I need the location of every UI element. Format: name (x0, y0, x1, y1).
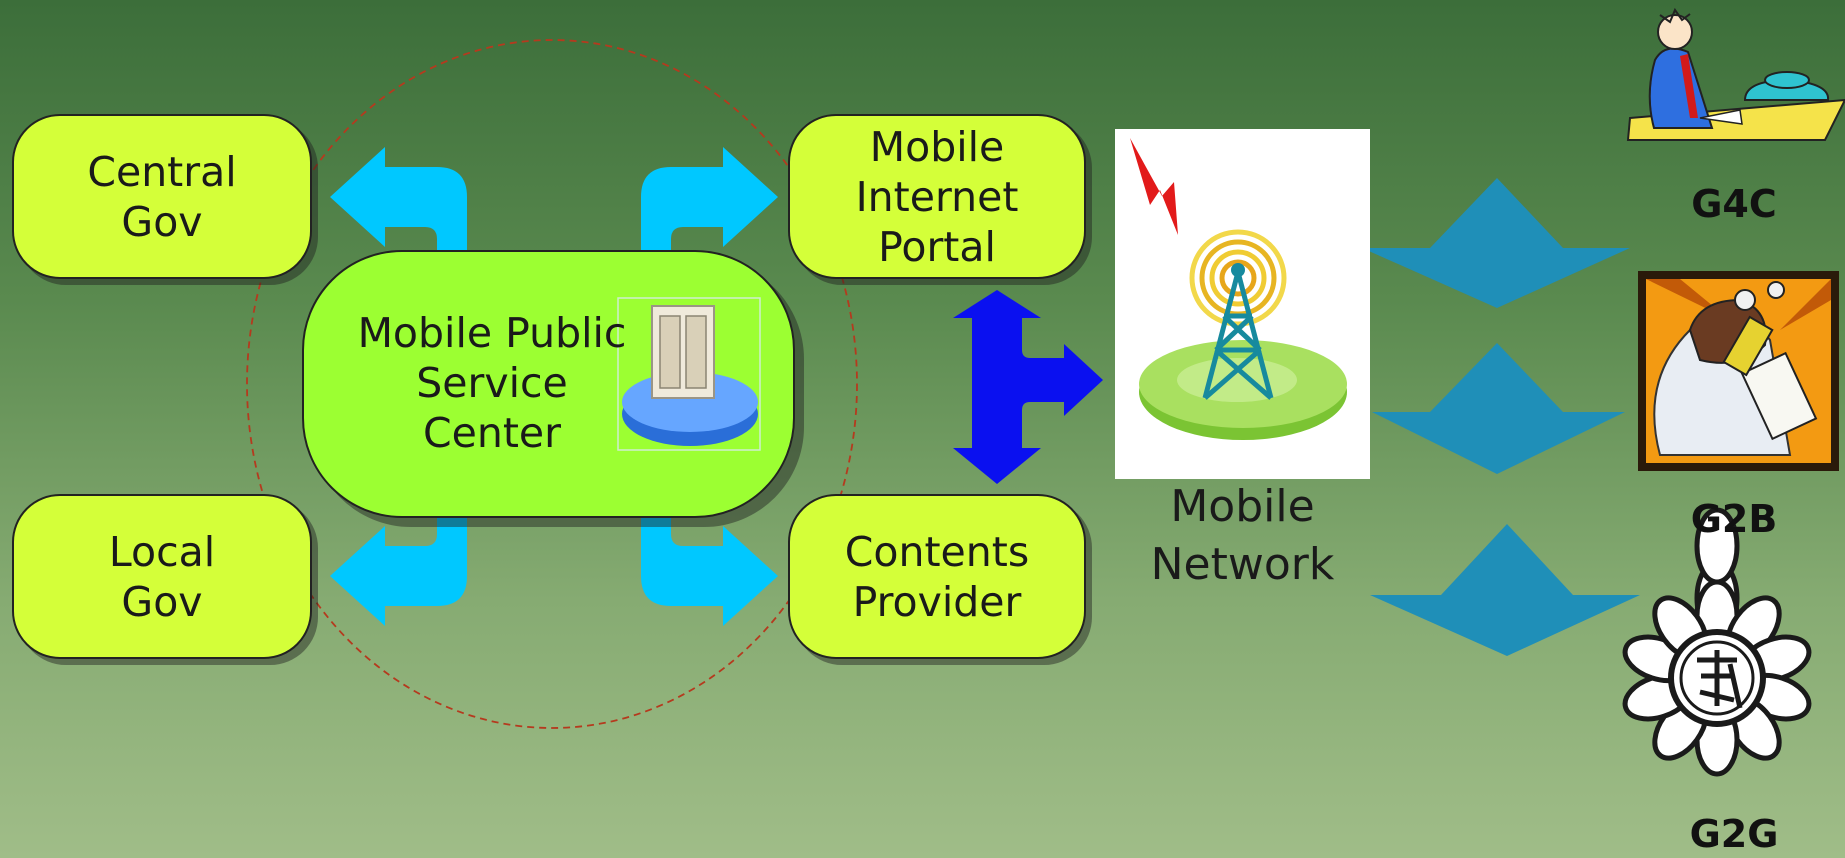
mobile-internet-portal-box: Mobile Internet Portal (788, 114, 1086, 279)
government-emblem-icon (1622, 507, 1812, 777)
central-gov-label: Central Gov (87, 147, 237, 246)
contents-provider-box: Contents Provider (788, 494, 1086, 659)
local-gov-label: Local Gov (108, 527, 216, 626)
mobile-network-picture (1115, 129, 1370, 479)
local-gov-box: Local Gov (12, 494, 312, 659)
blue-tri-arrow (953, 290, 1103, 484)
arrow-to-local-gov (330, 508, 467, 626)
mobile-public-service-center-label: Mobile Public Service Center (357, 309, 627, 457)
mobile-network-label: Mobile Network (1150, 481, 1335, 590)
arrow-to-portal (641, 147, 778, 265)
teal-arrows (1362, 178, 1640, 656)
woman-phone-icon (1638, 271, 1839, 471)
arrow-to-contents-provider (641, 508, 778, 626)
teal-arrow-g2g (1370, 524, 1640, 656)
contents-provider-label: Contents Provider (844, 527, 1030, 626)
g4c-label: G4C (1691, 182, 1777, 226)
teal-arrow-g2b (1372, 343, 1625, 474)
central-gov-box: Central Gov (12, 114, 312, 279)
cyan-arrows (330, 147, 778, 626)
antenna-tower-icon (1202, 271, 1274, 400)
mobile-internet-portal-label: Mobile Internet Portal (855, 122, 1019, 271)
g2b-label: G2B (1690, 497, 1778, 541)
teal-arrow-g4c (1362, 178, 1630, 308)
businessman-phone-icon (1626, 7, 1845, 141)
scope-circle (246, 39, 858, 729)
g2g-label: G2G (1689, 812, 1779, 856)
lightning-icon (1130, 138, 1178, 235)
arrow-to-central-gov (330, 147, 467, 265)
